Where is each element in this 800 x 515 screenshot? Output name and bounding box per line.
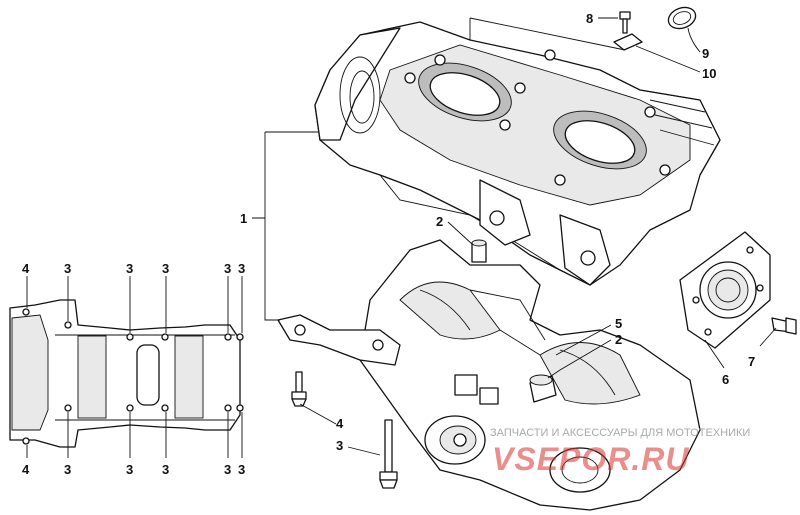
watermark-logo: VSEPOR.RU [492,441,689,477]
callout-leaders [252,17,777,456]
bolt-pattern-inset: 4 4 3 3 3 3 3 3 3 3 3 3 [9,261,245,477]
cover-bolt [771,317,797,335]
upper-crankcase [314,21,721,286]
inset-label-top: 3 [238,261,245,276]
lower-crankcase [277,239,701,511]
callout-10: 10 [702,66,716,81]
inset-label-top-left: 4 [22,261,30,276]
callout-2-upper: 2 [436,214,443,229]
callout-3: 3 [336,438,343,453]
callout-2-lower: 2 [615,332,622,347]
inset-label-bottom: 3 [64,462,71,477]
dowel-sleeve-lower [529,374,557,403]
dowel-sleeve-upper [471,239,487,263]
inset-label-top: 3 [126,261,133,276]
inset-label-bottom: 3 [238,462,245,477]
callout-9: 9 [702,46,709,61]
end-cover-plate [679,231,771,349]
crankcase-bolt-long [379,419,398,489]
callout-6: 6 [722,372,729,387]
watermark-tagline: ЗАПЧАСТИ И АКСЕССУАРЫ ДЛЯ МОТОТЕХНИКИ [490,427,750,439]
callout-5: 5 [615,316,622,331]
callout-1: 1 [240,211,247,226]
callout-8: 8 [586,11,593,26]
inset-label-bottom-left: 4 [22,462,30,477]
inset-label-bottom: 3 [126,462,133,477]
retainer-clip [613,33,643,51]
inset-label-top: 3 [162,261,169,276]
callout-7: 7 [748,354,755,369]
inset-label-top: 3 [64,261,71,276]
callout-numbers: 1 2 2 3 4 5 6 7 8 9 10 [240,11,755,453]
callout-4: 4 [336,416,344,431]
snap-ring [667,6,697,30]
top-bolt [619,11,631,34]
inset-label-bottom: 3 [224,462,231,477]
watermark: ЗАПЧАСТИ И АКСЕССУАРЫ ДЛЯ МОТОТЕХНИКИ VS… [490,427,750,477]
crankcase-bolt-short [291,371,307,407]
inset-label-top: 3 [224,261,231,276]
inset-label-bottom: 3 [162,462,169,477]
